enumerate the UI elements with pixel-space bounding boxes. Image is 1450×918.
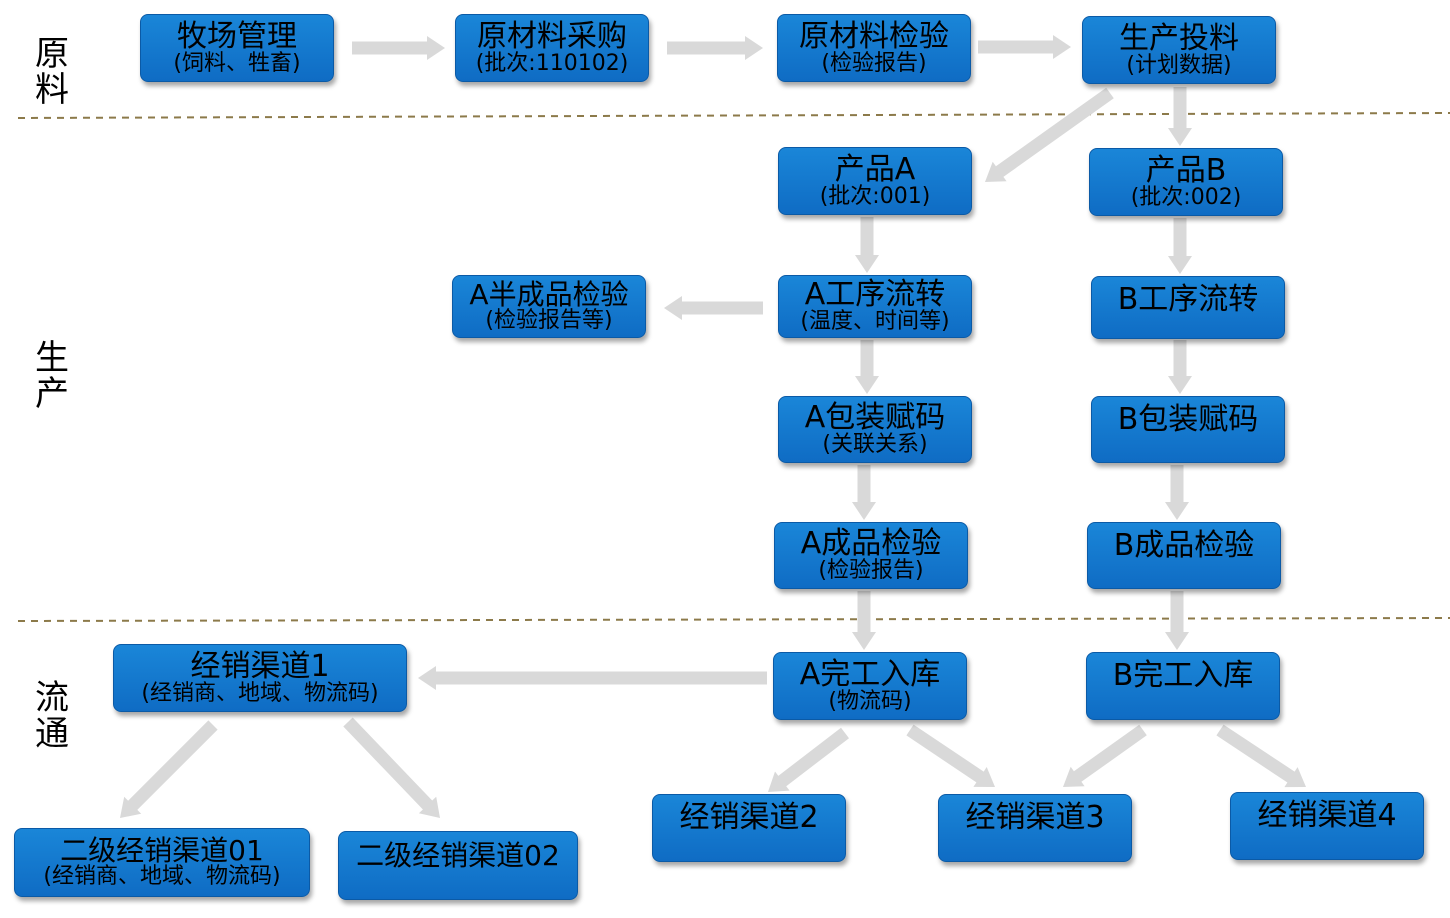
node-subtitle: (经销商、地域、物流码) [141, 680, 379, 706]
node-title: 生产投料 [1119, 20, 1239, 56]
node-title: B包装赋码 [1117, 402, 1259, 437]
node-raw-inspect[interactable]: 原材料检验 (检验报告) [777, 14, 971, 82]
arrow-feeding-producta [985, 87, 1114, 182]
node-subtitle: (计划数据) [1126, 52, 1232, 78]
node-subtitle: (检验报告) [821, 50, 927, 76]
node-title: A成品检验 [800, 526, 942, 561]
node-sub-channel02[interactable]: 二级经销渠道02 [338, 831, 578, 900]
node-title: 牧场管理 [177, 18, 297, 54]
arrow-feeding-productb [1168, 87, 1192, 146]
arrow-afinalinspect-awarehouse [852, 591, 876, 650]
stage-label-circulation: 流通 [35, 678, 69, 754]
stage-label-production: 生产 [35, 338, 69, 414]
arrow-productb-bprocess [1168, 218, 1192, 274]
node-a-final-inspect[interactable]: A成品检验 (检验报告) [774, 522, 968, 589]
node-channel1[interactable]: 经销渠道1 (经销商、地域、物流码) [113, 644, 407, 712]
arrow-awarehouse-channel2 [768, 727, 849, 792]
node-subtitle: (批次:110102) [475, 50, 629, 76]
arrow-channel1-subchannel01 [120, 720, 218, 818]
node-subtitle: (检验报告等) [485, 308, 613, 333]
stage-label-raw: 原料 [35, 34, 69, 110]
divider-raw-production [17, 112, 1450, 119]
node-subtitle: (饲料、牲畜) [173, 50, 301, 76]
node-title: 原材料采购 [477, 18, 627, 54]
node-title: 产品B [1145, 152, 1227, 188]
node-title: B完工入库 [1112, 658, 1254, 693]
arrow-rawinspect-feeding [978, 35, 1071, 59]
arrow-aprocess-apack [855, 340, 879, 394]
node-channel2[interactable]: 经销渠道2 [652, 794, 846, 862]
node-title: A半成品检验 [469, 278, 629, 311]
node-a-semi-inspect[interactable]: A半成品检验 (检验报告等) [452, 275, 646, 338]
node-purchase[interactable]: 原材料采购 (批次:110102) [455, 14, 649, 82]
node-title: B工序流转 [1117, 282, 1259, 317]
node-b-pack[interactable]: B包装赋码 [1091, 396, 1285, 463]
node-title: 原材料检验 [799, 18, 949, 54]
node-title: A完工入库 [799, 656, 941, 692]
node-product-b[interactable]: 产品B (批次:002) [1089, 148, 1283, 216]
arrow-bfinalinspect-bwarehouse [1165, 591, 1189, 650]
node-ranch[interactable]: 牧场管理 (饲料、牲畜) [140, 14, 334, 82]
node-title: 二级经销渠道01 [60, 834, 264, 867]
node-title: 经销渠道4 [1257, 798, 1397, 833]
node-title: 二级经销渠道02 [356, 839, 560, 872]
arrow-bwarehouse-channel4 [1216, 724, 1306, 788]
arrow-bprocess-bpack [1168, 340, 1192, 394]
node-title: A工序流转 [804, 277, 946, 312]
node-b-warehouse[interactable]: B完工入库 [1086, 652, 1280, 720]
node-title: B成品检验 [1113, 528, 1255, 563]
node-subtitle: (批次:002) [1130, 184, 1242, 210]
node-a-warehouse[interactable]: A完工入库 (物流码) [773, 652, 967, 720]
arrow-bwarehouse-channel3 [1063, 724, 1147, 787]
node-title: 产品A [834, 151, 916, 187]
node-subtitle: (物流码) [828, 688, 912, 714]
node-subtitle: (批次:001) [819, 183, 931, 209]
node-title: A包装赋码 [804, 400, 946, 435]
divider-production-circulation [17, 617, 1450, 622]
arrow-ranch-purchase [352, 36, 445, 60]
node-b-process[interactable]: B工序流转 [1091, 276, 1285, 339]
node-subtitle: (温度、时间等) [800, 309, 950, 334]
arrow-bpack-bfinalinspect [1165, 465, 1189, 520]
arrow-awarehouse-channel1 [418, 666, 767, 690]
arrow-purchase-rawinspect [667, 36, 763, 60]
arrow-producta-aprocess [855, 217, 879, 273]
node-subtitle: (检验报告) [818, 558, 924, 583]
arrow-awarehouse-channel3 [906, 724, 995, 787]
node-subtitle: (关联关系) [822, 432, 928, 457]
node-b-final-inspect[interactable]: B成品检验 [1087, 522, 1281, 589]
node-product-a[interactable]: 产品A (批次:001) [778, 147, 972, 215]
node-a-pack[interactable]: A包装赋码 (关联关系) [778, 396, 972, 463]
node-channel4[interactable]: 经销渠道4 [1230, 792, 1424, 860]
node-title: 经销渠道2 [679, 800, 819, 835]
arrow-channel1-subchannel02 [343, 717, 440, 818]
node-channel3[interactable]: 经销渠道3 [938, 794, 1132, 862]
node-sub-channel01[interactable]: 二级经销渠道01 (经销商、地域、物流码) [14, 828, 310, 897]
arrow-apack-afinalinspect [852, 465, 876, 520]
node-subtitle: (经销商、地域、物流码) [43, 864, 281, 889]
node-a-process[interactable]: A工序流转 (温度、时间等) [778, 275, 972, 338]
node-title: 经销渠道3 [965, 800, 1105, 835]
arrow-aprocess-asemiinspect [664, 296, 763, 320]
node-feeding[interactable]: 生产投料 (计划数据) [1082, 16, 1276, 84]
node-title: 经销渠道1 [190, 648, 330, 684]
